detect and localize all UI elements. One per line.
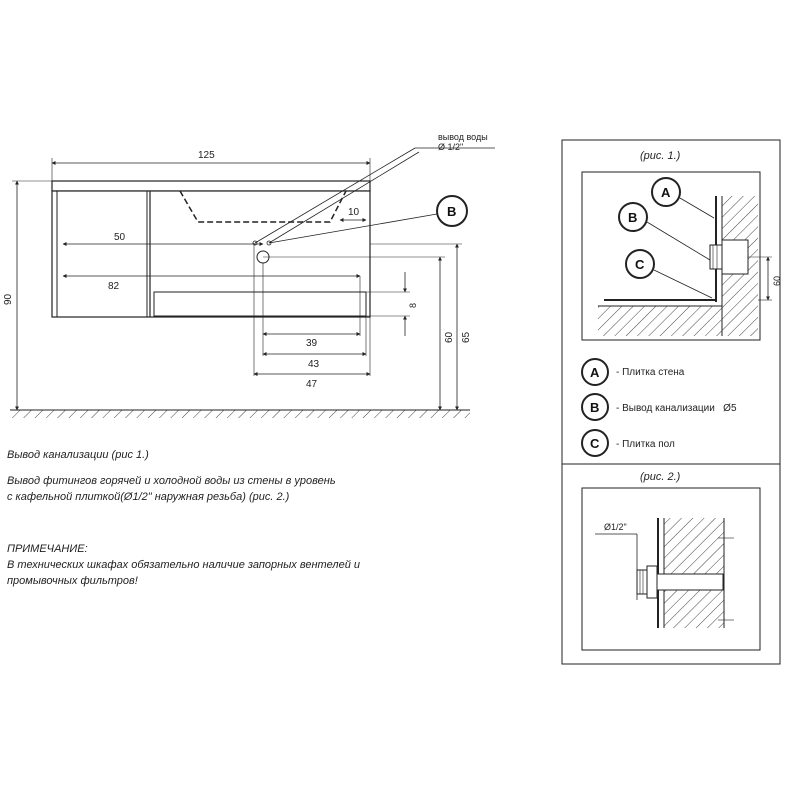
fig1-marker-b [618, 202, 648, 232]
dim-8: 8 [408, 303, 418, 308]
marker-b-letter: B [447, 204, 456, 219]
dim-82: 82 [108, 281, 120, 292]
legend-text-b: - Вывод канализации Ø5 [616, 403, 737, 414]
legend-marker-c [581, 429, 609, 457]
remark-line2: промывочных фильтров! [7, 575, 138, 587]
svg-text:A: A [590, 365, 600, 380]
remark-title: ПРИМЕЧАНИЕ: [7, 543, 88, 555]
cabinet-drawing: вывод воды Ø 1/2" B 125 90 50 82 10 8 [3, 132, 495, 418]
countertop [51, 180, 371, 192]
legend: A - Плитка стена B - Вывод канализации Ø… [581, 358, 737, 457]
detail-panel: (рис. 1.) 60 A B C A - Пли [561, 139, 782, 665]
dim-10: 10 [348, 207, 360, 218]
svg-text:C: C [590, 436, 600, 451]
dim-47: 47 [306, 379, 318, 390]
fig2-caption: (рис. 2.) [640, 471, 681, 483]
remark-line1: В технических шкафах обязательно наличие… [7, 559, 360, 571]
fig1-floor-hatch [598, 306, 722, 336]
dim-39: 39 [306, 338, 318, 349]
dim-43: 43 [308, 359, 320, 370]
dim-60: 60 [444, 331, 455, 343]
fig1-marker-a-letter: A [661, 185, 671, 200]
dim-50: 50 [114, 232, 126, 243]
detail-panel-frame [561, 139, 781, 665]
fig1-marker-a [651, 177, 681, 207]
legend-text-a: - Плитка стена [616, 367, 685, 378]
water-outlet-label: вывод воды [438, 132, 488, 142]
sink-basin [179, 190, 347, 223]
fig1-marker-c [625, 249, 655, 279]
svg-text:B: B [590, 400, 599, 415]
fig1-caption: (рис. 1.) [640, 150, 681, 162]
notes-block: Вывод канализации (рис 1.) Вывод фитинго… [7, 449, 360, 587]
drawer [153, 291, 367, 317]
fig1-marker-b-letter: B [628, 210, 637, 225]
note-fittings-line1: Вывод фитингов горячей и холодной воды и… [7, 475, 336, 487]
left-compartment [56, 190, 148, 318]
legend-marker-a [581, 358, 609, 386]
dim-65: 65 [461, 331, 472, 343]
dim-height: 90 [3, 293, 14, 305]
note-sewer-outlet: Вывод канализации (рис 1.) [7, 449, 149, 461]
legend-text-c: - Плитка пол [616, 439, 675, 450]
fig1-dim-60: 60 [772, 276, 782, 286]
floor-hatch [10, 410, 470, 418]
legend-marker-b [581, 393, 609, 421]
fig2-diameter: Ø1/2" [604, 522, 627, 532]
water-outlet-diameter: Ø 1/2" [438, 142, 463, 152]
dim-width: 125 [198, 150, 215, 161]
note-fittings-line2: с кафельной плиткой(Ø1/2" наружная резьб… [7, 491, 290, 503]
fig1-marker-c-letter: C [635, 257, 645, 272]
marker-b [436, 195, 468, 227]
fig2-wall-hatch [664, 518, 724, 628]
